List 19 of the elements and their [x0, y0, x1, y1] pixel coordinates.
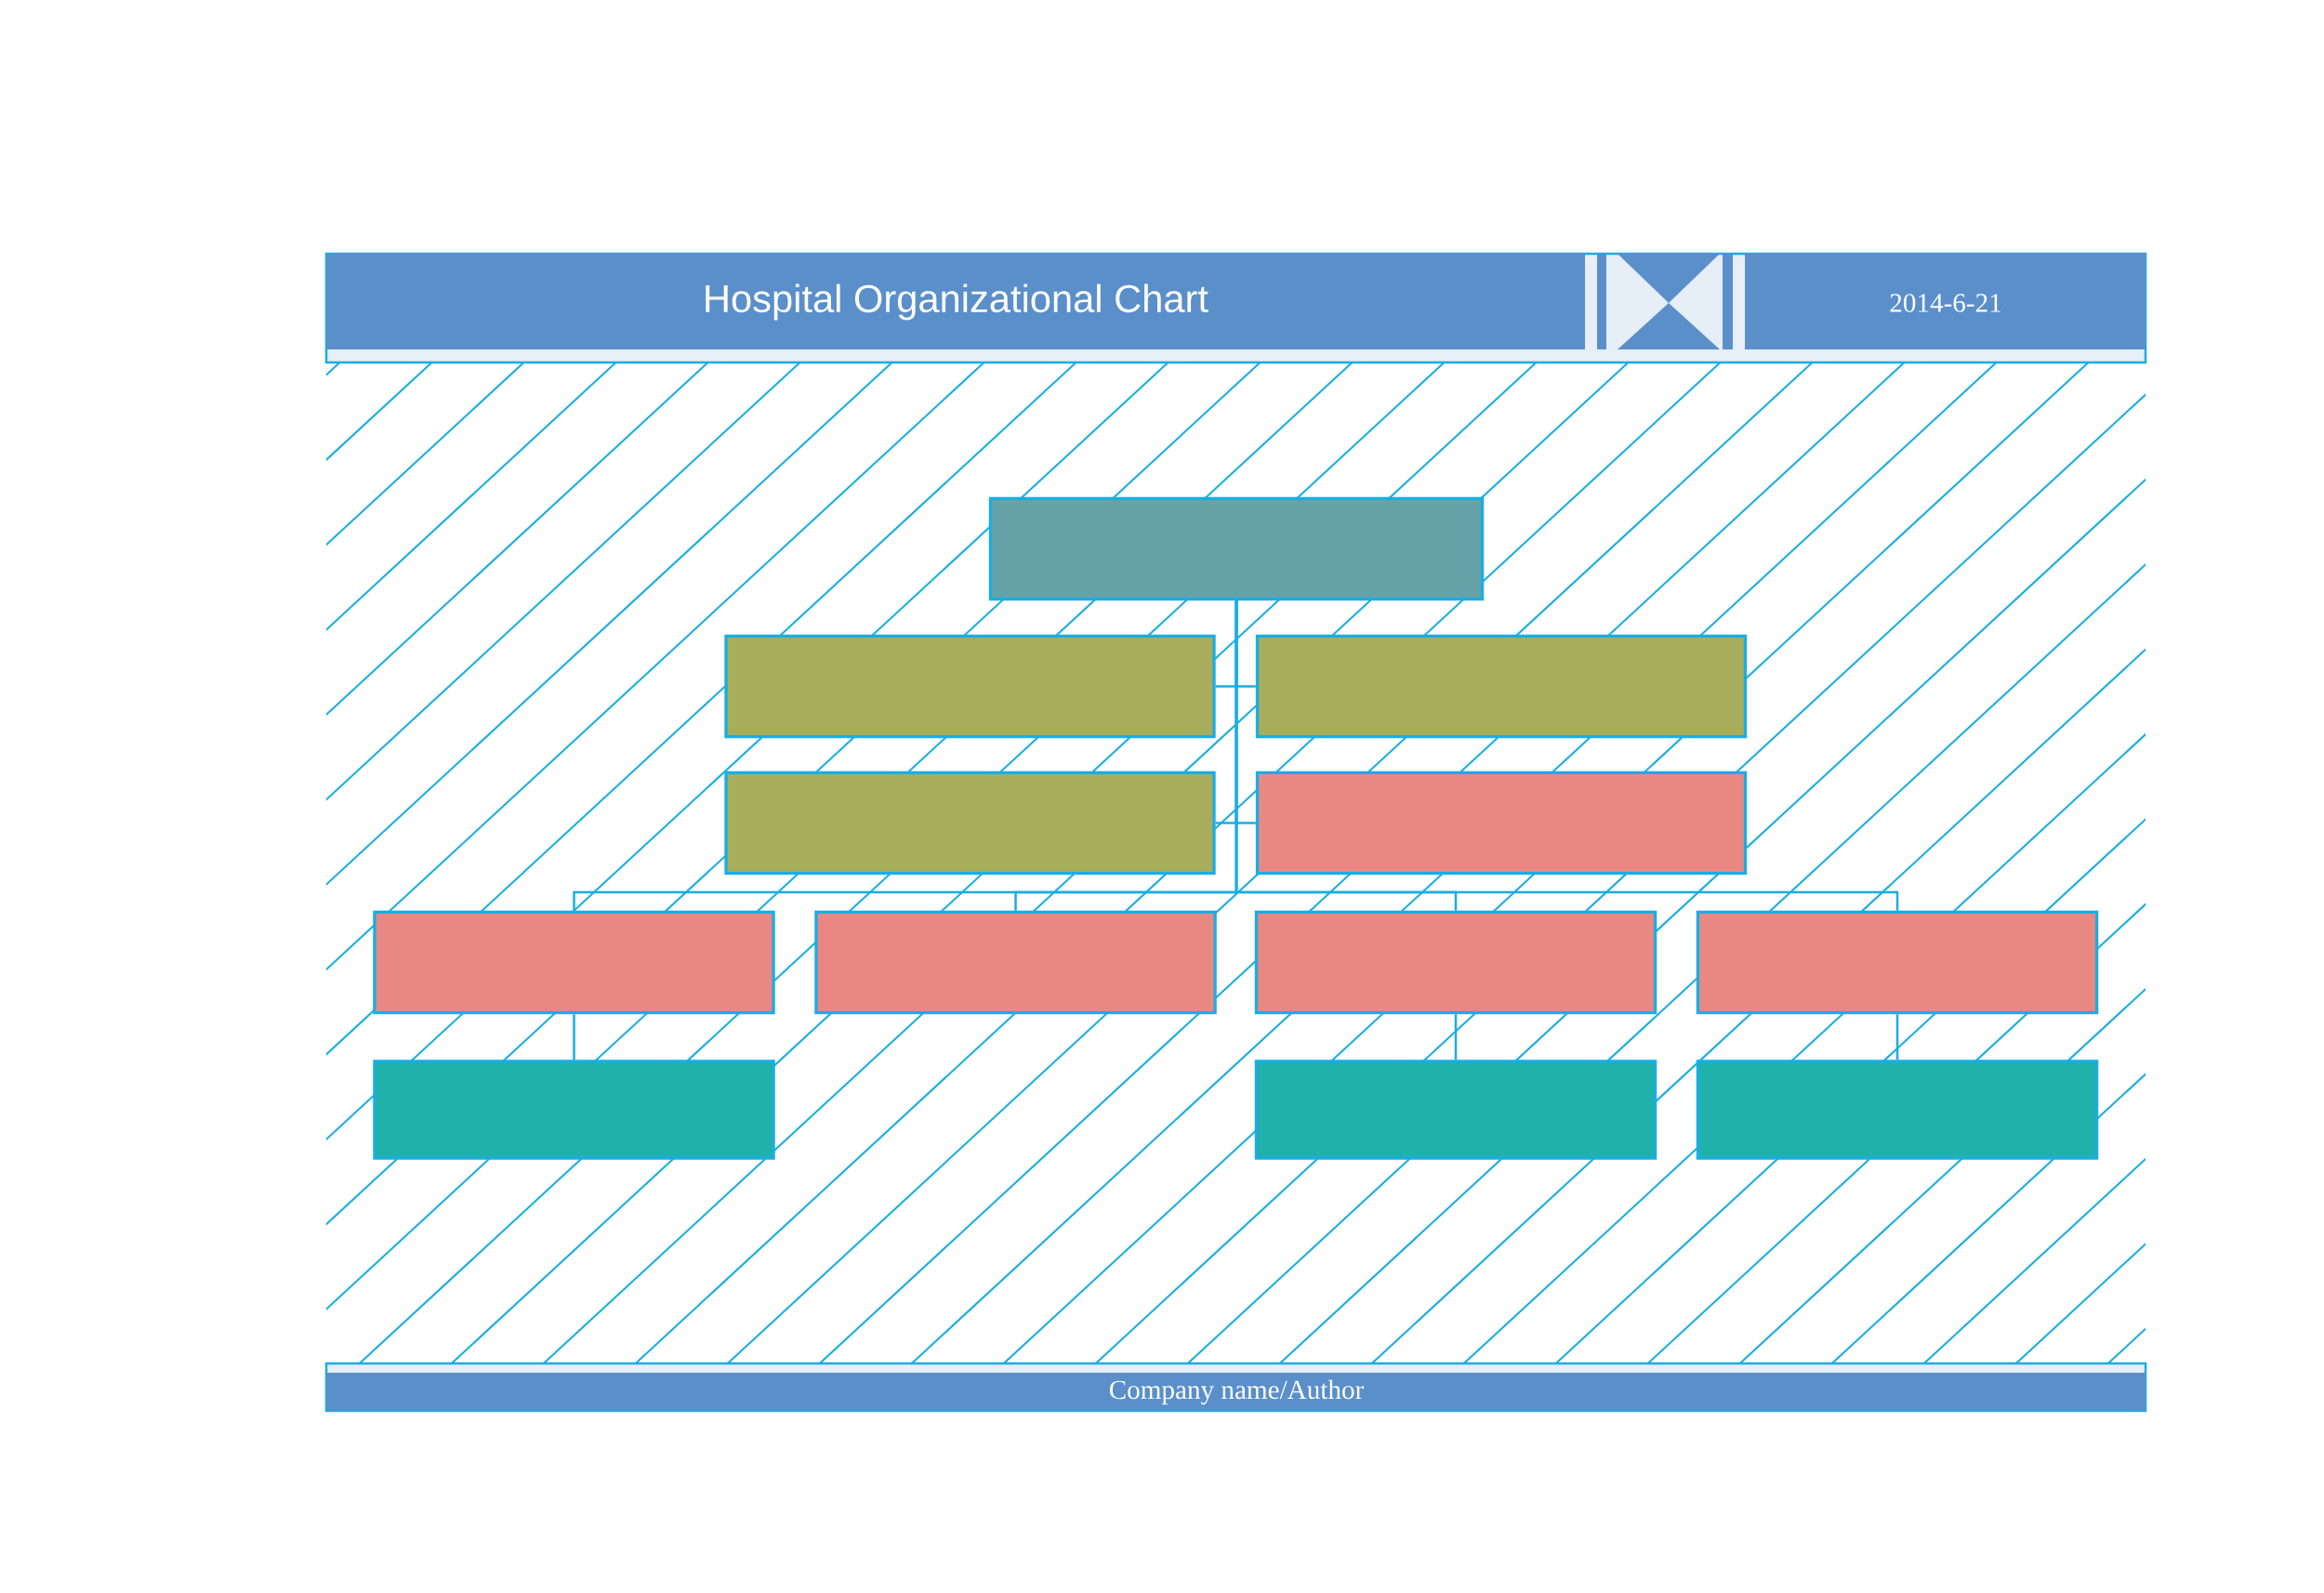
footer-text: Company name/Author: [1109, 1379, 1365, 1405]
org-box: [373, 1060, 775, 1160]
org-box: [373, 910, 775, 1015]
org-box: [1255, 634, 1748, 739]
org-box: [1254, 910, 1657, 1015]
connector-line: [573, 1014, 575, 1060]
org-box: [814, 910, 1217, 1015]
org-box: [1254, 1060, 1657, 1160]
connector-line: [1235, 600, 1899, 911]
org-box: [724, 770, 1216, 875]
org-box: [724, 634, 1216, 739]
date: 2014-6-21: [1890, 294, 2000, 312]
org-box: [1696, 1060, 2099, 1160]
org-box: [1696, 910, 2099, 1015]
org-box: [988, 496, 1485, 601]
connector-line: [1454, 1014, 1458, 1060]
connector-line: [1895, 1014, 1899, 1060]
title: Hospital Organizational Chart: [706, 283, 1208, 321]
org-box: [1255, 770, 1748, 875]
